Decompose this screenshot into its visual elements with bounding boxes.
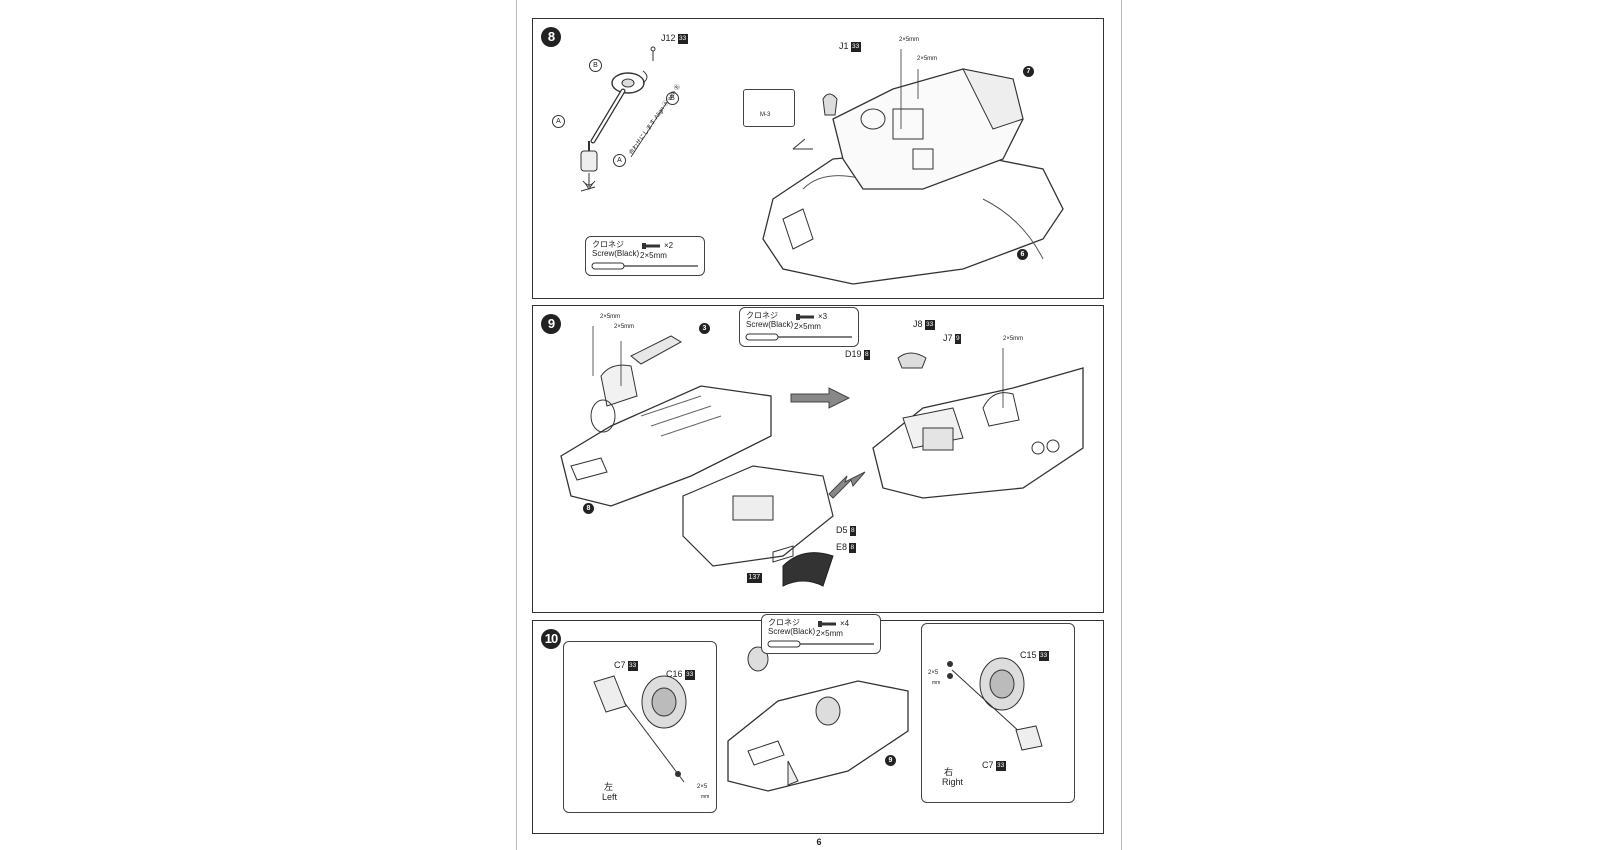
screw-mm-right: mm — [932, 680, 941, 686]
left-headlight-drawing — [593, 675, 687, 783]
interior-tub-drawing — [762, 49, 1064, 285]
callout-a-bottom: A — [613, 154, 626, 167]
right-headlight-drawing — [947, 657, 1043, 751]
callout-b-right: B — [666, 92, 679, 105]
dashboard-chassis-drawing — [872, 348, 1084, 499]
screw-size-label-9b: 2×5mm — [614, 324, 635, 330]
screw-icon — [642, 243, 660, 249]
part-ref-3: 3 — [699, 323, 710, 334]
step-9-panel: 9 2×5mm 2×5mm 3 8 クロネジ Screw(Black) ×3 2… — [532, 305, 1104, 613]
label-137: 137 — [747, 572, 762, 583]
callout-b-top: B — [589, 59, 602, 72]
screw-size-label-9c: 2×5mm — [1003, 336, 1024, 342]
front-end-drawing — [727, 646, 909, 792]
right-label-en: Right — [942, 777, 964, 787]
step-9-number: 9 — [541, 314, 561, 334]
screw-size-label-2: 2×5mm — [917, 56, 938, 62]
m3-detail: M-3 — [743, 89, 795, 127]
screw-box-step10: クロネジ Screw(Black) ×4 2×5mm — [761, 614, 881, 654]
screw-size-label-1: 2×5mm — [899, 37, 920, 43]
screwdriver-icon — [745, 333, 852, 341]
screw-size-label-9a: 2×5mm — [600, 314, 621, 320]
screw-size-left: 2×5 — [697, 784, 708, 790]
page-number: 6 — [816, 837, 822, 847]
part-ref-7: 7 — [1023, 66, 1034, 77]
screw-box-step9: クロネジ Screw(Black) ×3 2×5mm — [739, 307, 859, 347]
screw-icon — [818, 621, 836, 627]
screwdriver-icon — [591, 262, 698, 270]
part-ref-6: 6 — [1017, 249, 1028, 260]
firewall-detail-drawing — [682, 465, 834, 587]
screw-box-step8: クロネジ Screw(Black) ×2 2×5mm — [585, 236, 705, 276]
arrow-diagonal-icon — [828, 471, 866, 499]
screw-size-right: 2×5 — [928, 670, 939, 676]
part-ref-8: 8 — [583, 503, 594, 514]
step-8-number: 8 — [541, 27, 561, 47]
screw-mm-left: mm — [701, 794, 710, 800]
part-ref-9: 9 — [885, 755, 896, 766]
screwdriver-icon — [767, 640, 874, 648]
arrow-right-icon — [790, 387, 851, 409]
left-label-en: Left — [602, 792, 618, 802]
steering-column-drawing — [580, 46, 672, 192]
callout-a-left: A — [552, 115, 565, 128]
screw-icon — [796, 314, 814, 320]
engine-chassis-drawing — [560, 326, 772, 507]
step-10-number: 10 — [541, 629, 561, 649]
right-label-jp: 右 — [944, 767, 954, 777]
left-label-jp: 左 — [604, 782, 614, 792]
